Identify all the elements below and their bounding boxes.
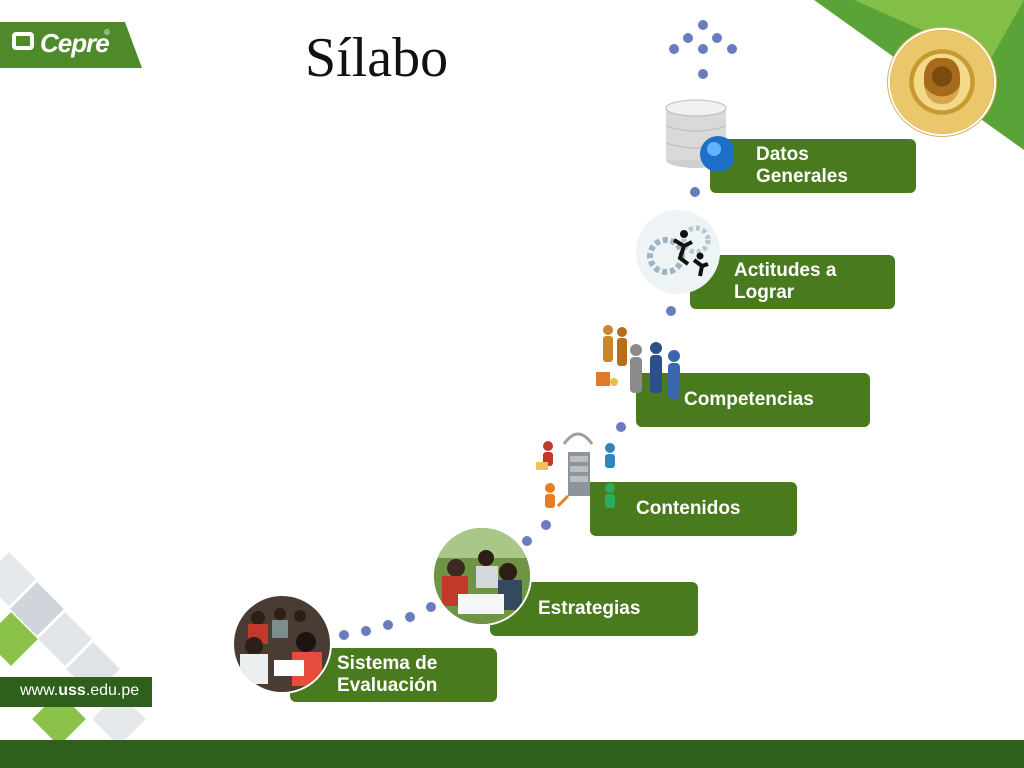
step-actitudes-lograr[interactable]: Actitudes a Lograr bbox=[690, 255, 895, 309]
network-server-icon bbox=[530, 426, 628, 518]
dot bbox=[405, 612, 415, 622]
dot bbox=[698, 44, 708, 54]
dot bbox=[712, 33, 722, 43]
dot bbox=[690, 187, 700, 197]
university-seal bbox=[890, 30, 994, 134]
logo-text: Cepre bbox=[40, 28, 110, 58]
url-suffix: .edu.pe bbox=[85, 682, 140, 699]
bottom-bar bbox=[0, 740, 1024, 768]
step-label-line2: Lograr bbox=[734, 282, 795, 303]
dot bbox=[669, 44, 679, 54]
step-label-line2: Generales bbox=[756, 166, 848, 187]
dot bbox=[727, 44, 737, 54]
step-label-line1: Datos bbox=[756, 144, 809, 165]
step-datos-generales[interactable]: Datos Generales bbox=[710, 139, 916, 193]
logo-mark-icon bbox=[12, 32, 34, 50]
step-label: Competencias bbox=[684, 389, 814, 410]
runners-gears-icon bbox=[636, 210, 720, 294]
dot bbox=[666, 306, 676, 316]
dot bbox=[541, 520, 551, 530]
dot bbox=[426, 602, 436, 612]
dot bbox=[683, 33, 693, 43]
dot bbox=[616, 422, 626, 432]
students-group-photo bbox=[432, 526, 532, 626]
step-label-line1: Sistema de bbox=[337, 653, 438, 674]
url-prefix: www. bbox=[20, 682, 59, 699]
url-bold: uss bbox=[58, 682, 86, 699]
cepre-logo: Cepre ® bbox=[0, 22, 142, 68]
url-bar bbox=[0, 677, 152, 707]
seal-figure-icon bbox=[924, 58, 960, 104]
step-label: Estrategias bbox=[538, 598, 641, 619]
dot bbox=[698, 69, 708, 79]
logo-registered: ® bbox=[104, 28, 110, 37]
step-label-line1: Actitudes a bbox=[734, 260, 837, 281]
dot bbox=[698, 20, 708, 30]
dot bbox=[361, 626, 371, 636]
database-globe-icon bbox=[664, 96, 736, 172]
page-title: Sílabo bbox=[305, 27, 449, 89]
step-label-line2: Evaluación bbox=[337, 675, 438, 696]
dot bbox=[339, 630, 349, 640]
step-label: Contenidos bbox=[636, 498, 741, 519]
dot bbox=[383, 620, 393, 630]
people-group-icon bbox=[590, 322, 688, 404]
dot bbox=[522, 536, 532, 546]
classroom-photo bbox=[232, 594, 332, 694]
website-url[interactable]: www.uss.edu.pe bbox=[20, 682, 139, 700]
step-contenidos[interactable]: Contenidos bbox=[590, 482, 797, 536]
